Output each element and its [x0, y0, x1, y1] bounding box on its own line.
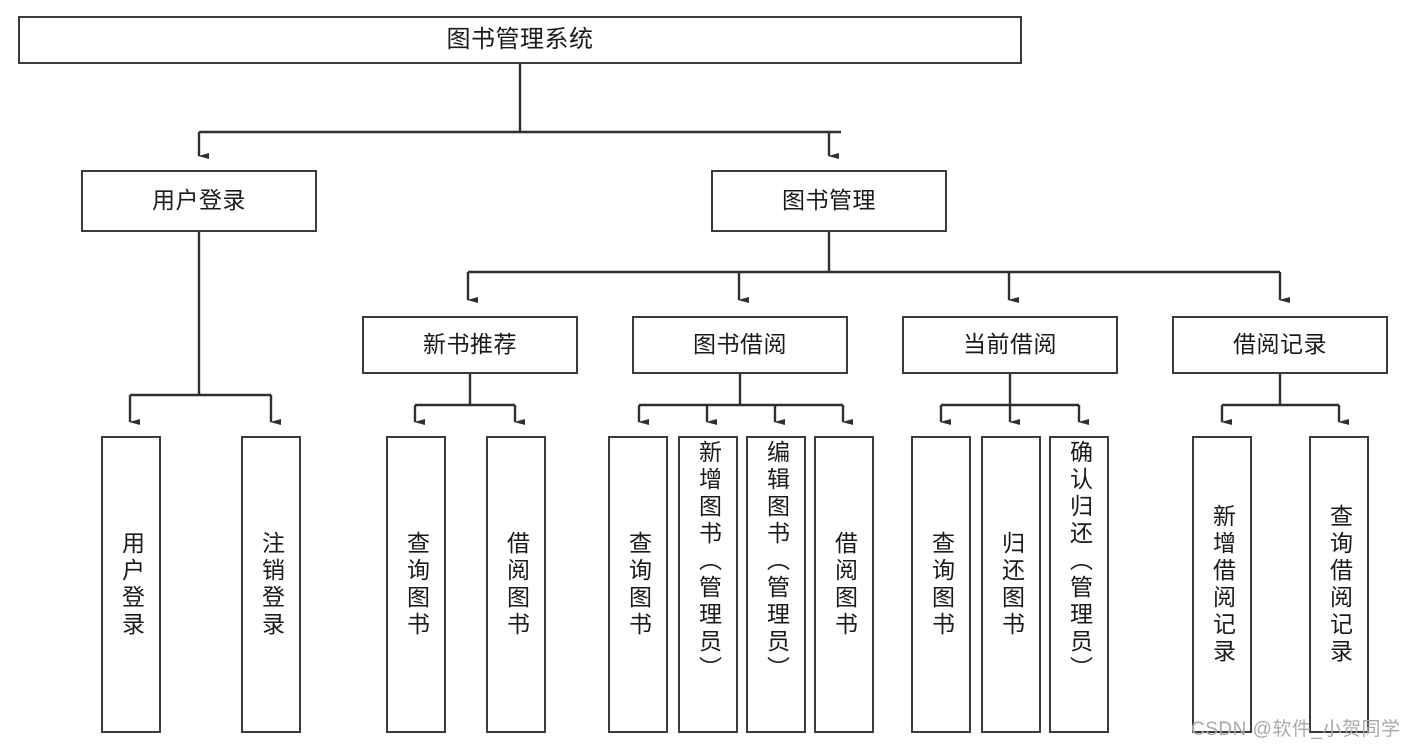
- node-label: 图书借阅: [693, 331, 787, 358]
- leaf-add-borrow-record[interactable]: 新增借阅记录: [1192, 436, 1252, 733]
- node-label: 借阅记录: [1233, 331, 1327, 358]
- node-label: 借阅图书: [503, 530, 530, 639]
- node-label: 新增图书（管理员）: [695, 440, 722, 683]
- node-label: 图书管理系统: [446, 25, 594, 53]
- node-label: 查询图书: [625, 530, 652, 639]
- node-current-borrowing[interactable]: 当前借阅: [902, 316, 1118, 374]
- node-label: 用户登录: [118, 530, 145, 639]
- node-label: 注销登录: [258, 530, 285, 639]
- leaf-query-book-borrow[interactable]: 查询图书: [608, 436, 668, 733]
- node-borrowing-record[interactable]: 借阅记录: [1172, 316, 1388, 374]
- node-label: 确认归还（管理员）: [1066, 440, 1093, 683]
- node-label: 查询图书: [403, 530, 430, 639]
- node-new-book-recommendation[interactable]: 新书推荐: [362, 316, 578, 374]
- node-label: 用户登录: [152, 187, 246, 214]
- node-book-borrowing[interactable]: 图书借阅: [632, 316, 848, 374]
- leaf-confirm-return-admin[interactable]: 确认归还（管理员）: [1049, 436, 1109, 733]
- node-label: 新书推荐: [423, 331, 517, 358]
- node-book-management[interactable]: 图书管理: [711, 170, 947, 232]
- node-label: 当前借阅: [963, 331, 1057, 358]
- leaf-query-book-current[interactable]: 查询图书: [911, 436, 971, 733]
- node-root-book-management-system[interactable]: 图书管理系统: [18, 16, 1022, 64]
- node-label: 归还图书: [998, 530, 1025, 639]
- node-label: 查询图书: [928, 530, 955, 639]
- leaf-edit-book-admin[interactable]: 编辑图书（管理员）: [746, 436, 806, 733]
- leaf-query-borrow-record[interactable]: 查询借阅记录: [1309, 436, 1369, 733]
- leaf-query-book-recommend[interactable]: 查询图书: [386, 436, 446, 733]
- watermark-text: CSDN @软件_小贺同学: [1191, 719, 1401, 740]
- node-user-login[interactable]: 用户登录: [81, 170, 317, 232]
- node-label: 新增借阅记录: [1209, 503, 1236, 666]
- leaf-borrow-book[interactable]: 借阅图书: [814, 436, 874, 733]
- node-label: 借阅图书: [831, 530, 858, 639]
- leaf-return-book[interactable]: 归还图书: [981, 436, 1041, 733]
- node-label: 编辑图书（管理员）: [763, 440, 790, 683]
- leaf-add-book-admin[interactable]: 新增图书（管理员）: [678, 436, 738, 733]
- node-label: 查询借阅记录: [1326, 503, 1353, 666]
- leaf-logout[interactable]: 注销登录: [241, 436, 301, 733]
- leaf-user-login[interactable]: 用户登录: [101, 436, 161, 733]
- node-label: 图书管理: [782, 187, 876, 214]
- leaf-borrow-book-recommend[interactable]: 借阅图书: [486, 436, 546, 733]
